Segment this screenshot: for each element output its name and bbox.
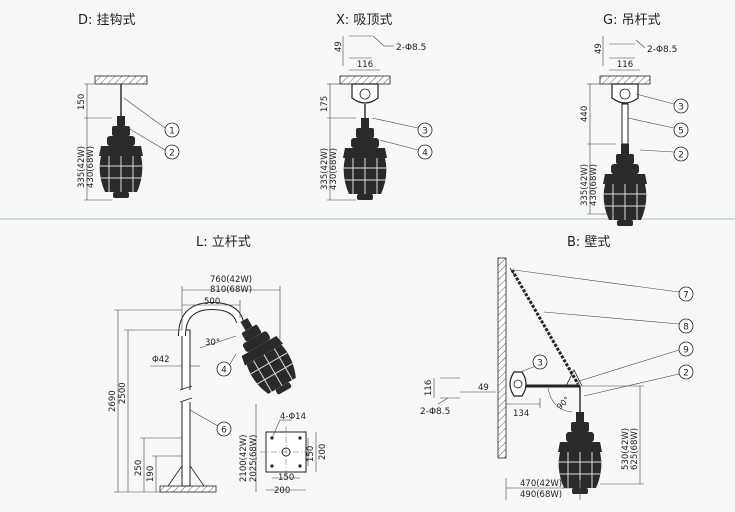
callout-X-3: 3 (417, 122, 433, 138)
callout-G-3: 3 (673, 98, 689, 114)
angle-B: 90° (555, 395, 571, 411)
svg-text:7: 7 (683, 291, 689, 301)
callout-B-9: 9 (678, 341, 694, 357)
svg-text:4: 4 (422, 149, 428, 159)
callout-B-2: 2 (678, 364, 694, 380)
lamp-X (342, 117, 388, 201)
dim-B-49: 49 (478, 383, 489, 393)
dim-L-250: 250 (134, 460, 144, 476)
svg-text:8: 8 (683, 323, 689, 333)
title-D: D: 挂钩式 (78, 13, 136, 28)
dim-B-530: 530(42W) (621, 428, 631, 470)
dim-L-150-v: 150 (306, 446, 316, 462)
dim-X-430: 430(68W) (329, 148, 339, 190)
dim-D-150: 150 (77, 94, 87, 110)
title-B: B: 壁式 (567, 235, 610, 250)
dim-B-134: 134 (513, 409, 529, 419)
dim-B-490: 490(68W) (520, 490, 562, 500)
dim-L-200-v: 200 (318, 444, 328, 460)
dim-L-190: 190 (146, 466, 156, 482)
lamp-D (98, 115, 144, 199)
ceiling-D (94, 75, 148, 85)
ceiling-X (339, 75, 391, 85)
dim-L-810: 810(68W) (210, 285, 252, 295)
hole-B: 2-Φ8.5 (420, 407, 450, 417)
dim-L-500: 500 (204, 297, 220, 307)
callout-B-3: 3 (532, 354, 548, 370)
title-G: G: 吊杆式 (603, 13, 661, 28)
dim-L-200-h: 200 (274, 486, 290, 496)
svg-text:3: 3 (678, 103, 684, 113)
dim-X-49: 49 (334, 41, 344, 52)
dim-G-335: 335(42W) (580, 164, 590, 206)
callout-D-2: 2 (164, 144, 180, 160)
phi-L-42: Φ42 (152, 355, 170, 365)
hole-G: 2-Φ8.5 (647, 45, 677, 55)
dim-D-335: 335(42W) (77, 146, 87, 188)
svg-text:2: 2 (678, 151, 684, 161)
svg-text:2: 2 (169, 149, 175, 159)
dim-B-116: 116 (424, 380, 434, 396)
ground-L (159, 485, 217, 493)
svg-text:9: 9 (683, 346, 689, 356)
chain-B (510, 269, 580, 385)
callout-G-5: 5 (673, 122, 689, 138)
dim-B-625: 625(68W) (630, 428, 640, 470)
svg-text:6: 6 (221, 426, 227, 436)
dim-X-175: 175 (320, 96, 330, 112)
callout-B-7: 7 (678, 286, 694, 302)
callout-X-4: 4 (417, 144, 433, 160)
hole-X: 2-Φ8.5 (396, 43, 426, 53)
svg-text:2: 2 (683, 369, 689, 379)
dim-G-116: 116 (617, 60, 633, 70)
junction-box-X (351, 83, 379, 104)
junction-box-G (611, 83, 639, 104)
callout-D-1: 1 (164, 122, 180, 138)
wall-B (497, 257, 507, 459)
dim-L-2500: 2500 (118, 382, 128, 404)
svg-text:4: 4 (221, 366, 227, 376)
svg-text:5: 5 (678, 127, 684, 137)
callout-B-8: 8 (678, 318, 694, 334)
svg-text:3: 3 (422, 127, 428, 137)
dim-G-430: 430(68W) (589, 164, 599, 206)
dim-L-150-h: 150 (278, 473, 294, 483)
panel-B-wall: B: 壁式 90° 116 49 2-Φ8.5 134 530(42W) 625… (420, 235, 694, 500)
dim-D-430: 430(68W) (86, 146, 96, 188)
dim-L-2690: 2690 (108, 390, 118, 412)
pendant-rod-G (621, 103, 629, 145)
dim-X-335: 335(42W) (320, 148, 330, 190)
panel-D-hook: D: 挂钩式 150 335(42W) 430(68W) 1 2 (77, 13, 180, 201)
dim-B-470: 470(42W) (520, 479, 562, 489)
dim-L-2100: 2100(42W) (239, 435, 249, 483)
callout-G-2: 2 (673, 146, 689, 162)
hole-L: 4-Φ14 (280, 412, 306, 422)
callout-L-6: 6 (216, 421, 232, 437)
dim-L-760: 760(42W) (210, 275, 252, 285)
dim-L-2025: 2025(68W) (249, 435, 259, 483)
junction-box-B (509, 371, 527, 397)
dim-G-440: 440 (580, 106, 590, 122)
panel-L-pole: L: 立杆式 760(42W) 810(68W) 500 30° Φ42 (108, 235, 328, 496)
lamp-L (224, 308, 305, 403)
ceiling-G (599, 75, 651, 85)
panel-X-ceiling: X: 吸顶式 49 116 2-Φ8.5 175 335(42W) 430(68… (320, 13, 433, 201)
svg-text:1: 1 (169, 127, 175, 137)
callout-L-4: 4 (216, 361, 232, 377)
dim-G-49: 49 (594, 43, 604, 54)
svg-text:3: 3 (537, 359, 543, 369)
pole-L (181, 329, 191, 487)
title-L: L: 立杆式 (196, 235, 251, 250)
dim-X-116: 116 (357, 60, 373, 70)
title-X: X: 吸顶式 (336, 13, 392, 28)
panel-G-pendant: G: 吊杆式 49 116 2-Φ8.5 440 335(42W) 430(68… (580, 13, 689, 227)
angle-L: 30° (205, 338, 220, 348)
